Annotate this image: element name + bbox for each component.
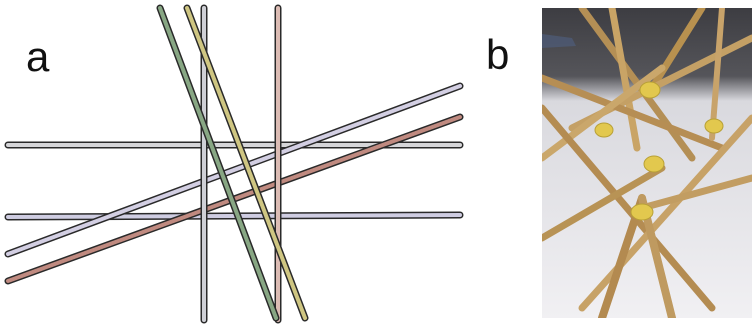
stick-diagram xyxy=(4,4,464,324)
photo-joints xyxy=(594,81,724,221)
pen-shape xyxy=(542,34,576,48)
stick-horizontal-lower xyxy=(4,211,464,221)
panel-b-label: b xyxy=(486,31,510,78)
stick-steep-green xyxy=(156,4,280,322)
bamboo-model-photo xyxy=(542,8,752,318)
stick-diagonal-lavender xyxy=(4,82,464,258)
stick-steep-yellow xyxy=(183,4,309,322)
panel-a-label: a xyxy=(26,33,50,80)
